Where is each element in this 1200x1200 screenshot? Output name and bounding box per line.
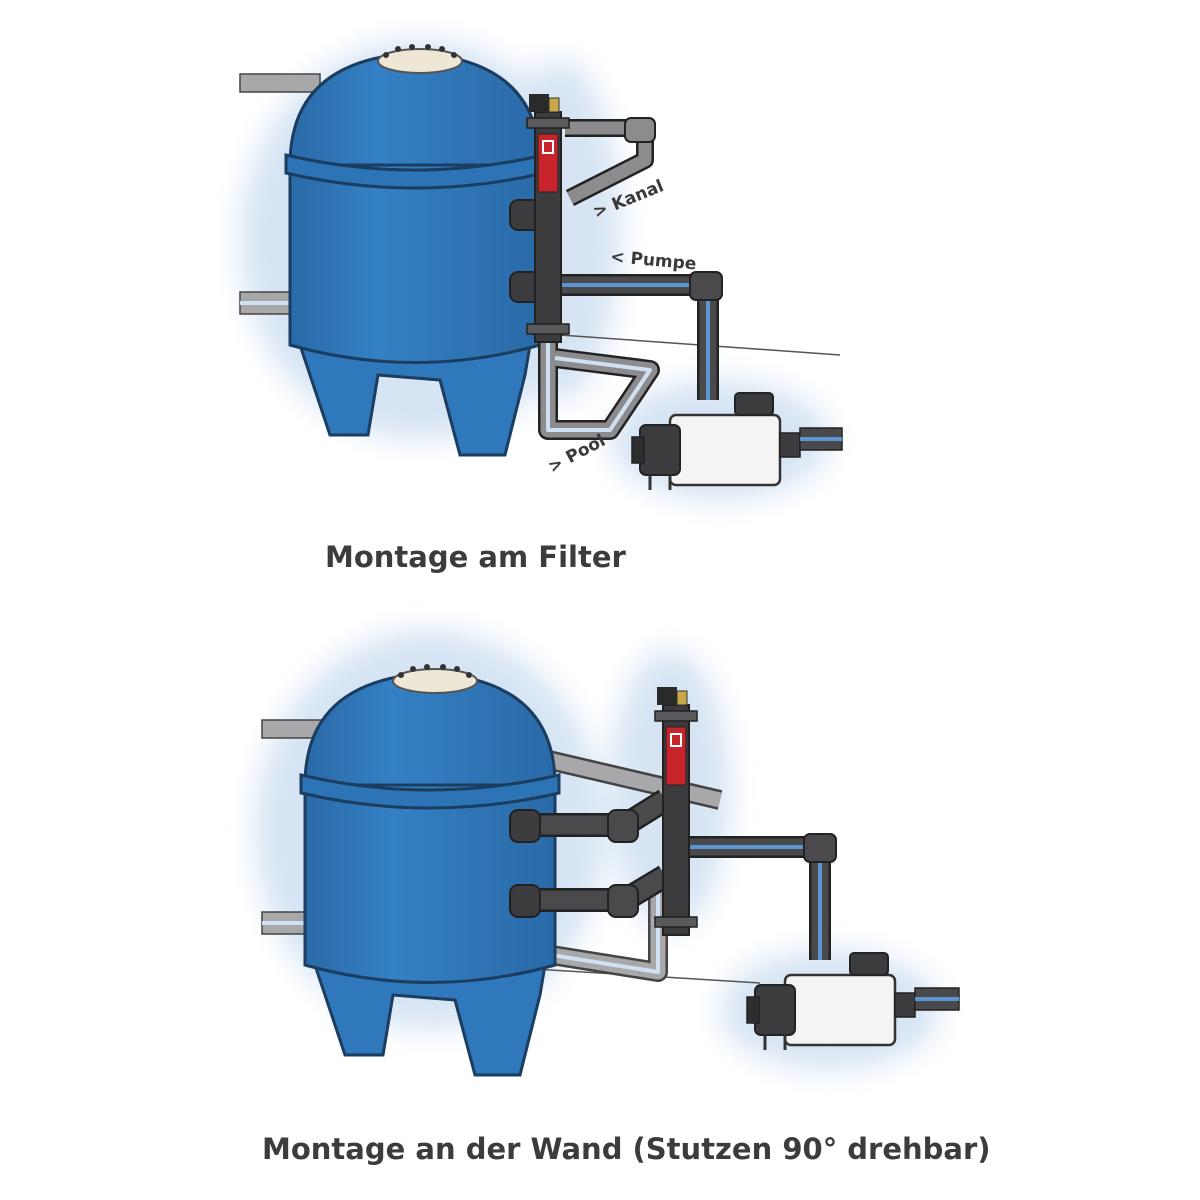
pipe-pump-outlet	[914, 987, 960, 1011]
pipe-kanal	[565, 117, 656, 207]
background-pipe-upper	[239, 73, 321, 93]
pipe-pumpe	[688, 833, 837, 960]
pipe-pool	[538, 340, 660, 440]
wall-mount-illustration	[255, 630, 960, 1077]
pipe-pumpe	[560, 271, 723, 400]
pipe-pump-outlet	[799, 427, 843, 451]
label-pumpe: < Pumpe	[610, 247, 698, 274]
diagram-wall-mount: Montage an der Wand (Stutzen 90° drehbar…	[0, 600, 1200, 1200]
filter-mount-illustration: > Kanal < Pumpe > Pool	[239, 40, 843, 500]
pipe-elbow-icon	[509, 789, 672, 918]
caption-wall-mount: Montage an der Wand (Stutzen 90° drehbar…	[262, 1132, 991, 1166]
caption-filter-mount: Montage am Filter	[325, 540, 626, 574]
diagram-filter-mount: > Kanal < Pumpe > Pool Montage am Filter	[239, 40, 843, 574]
